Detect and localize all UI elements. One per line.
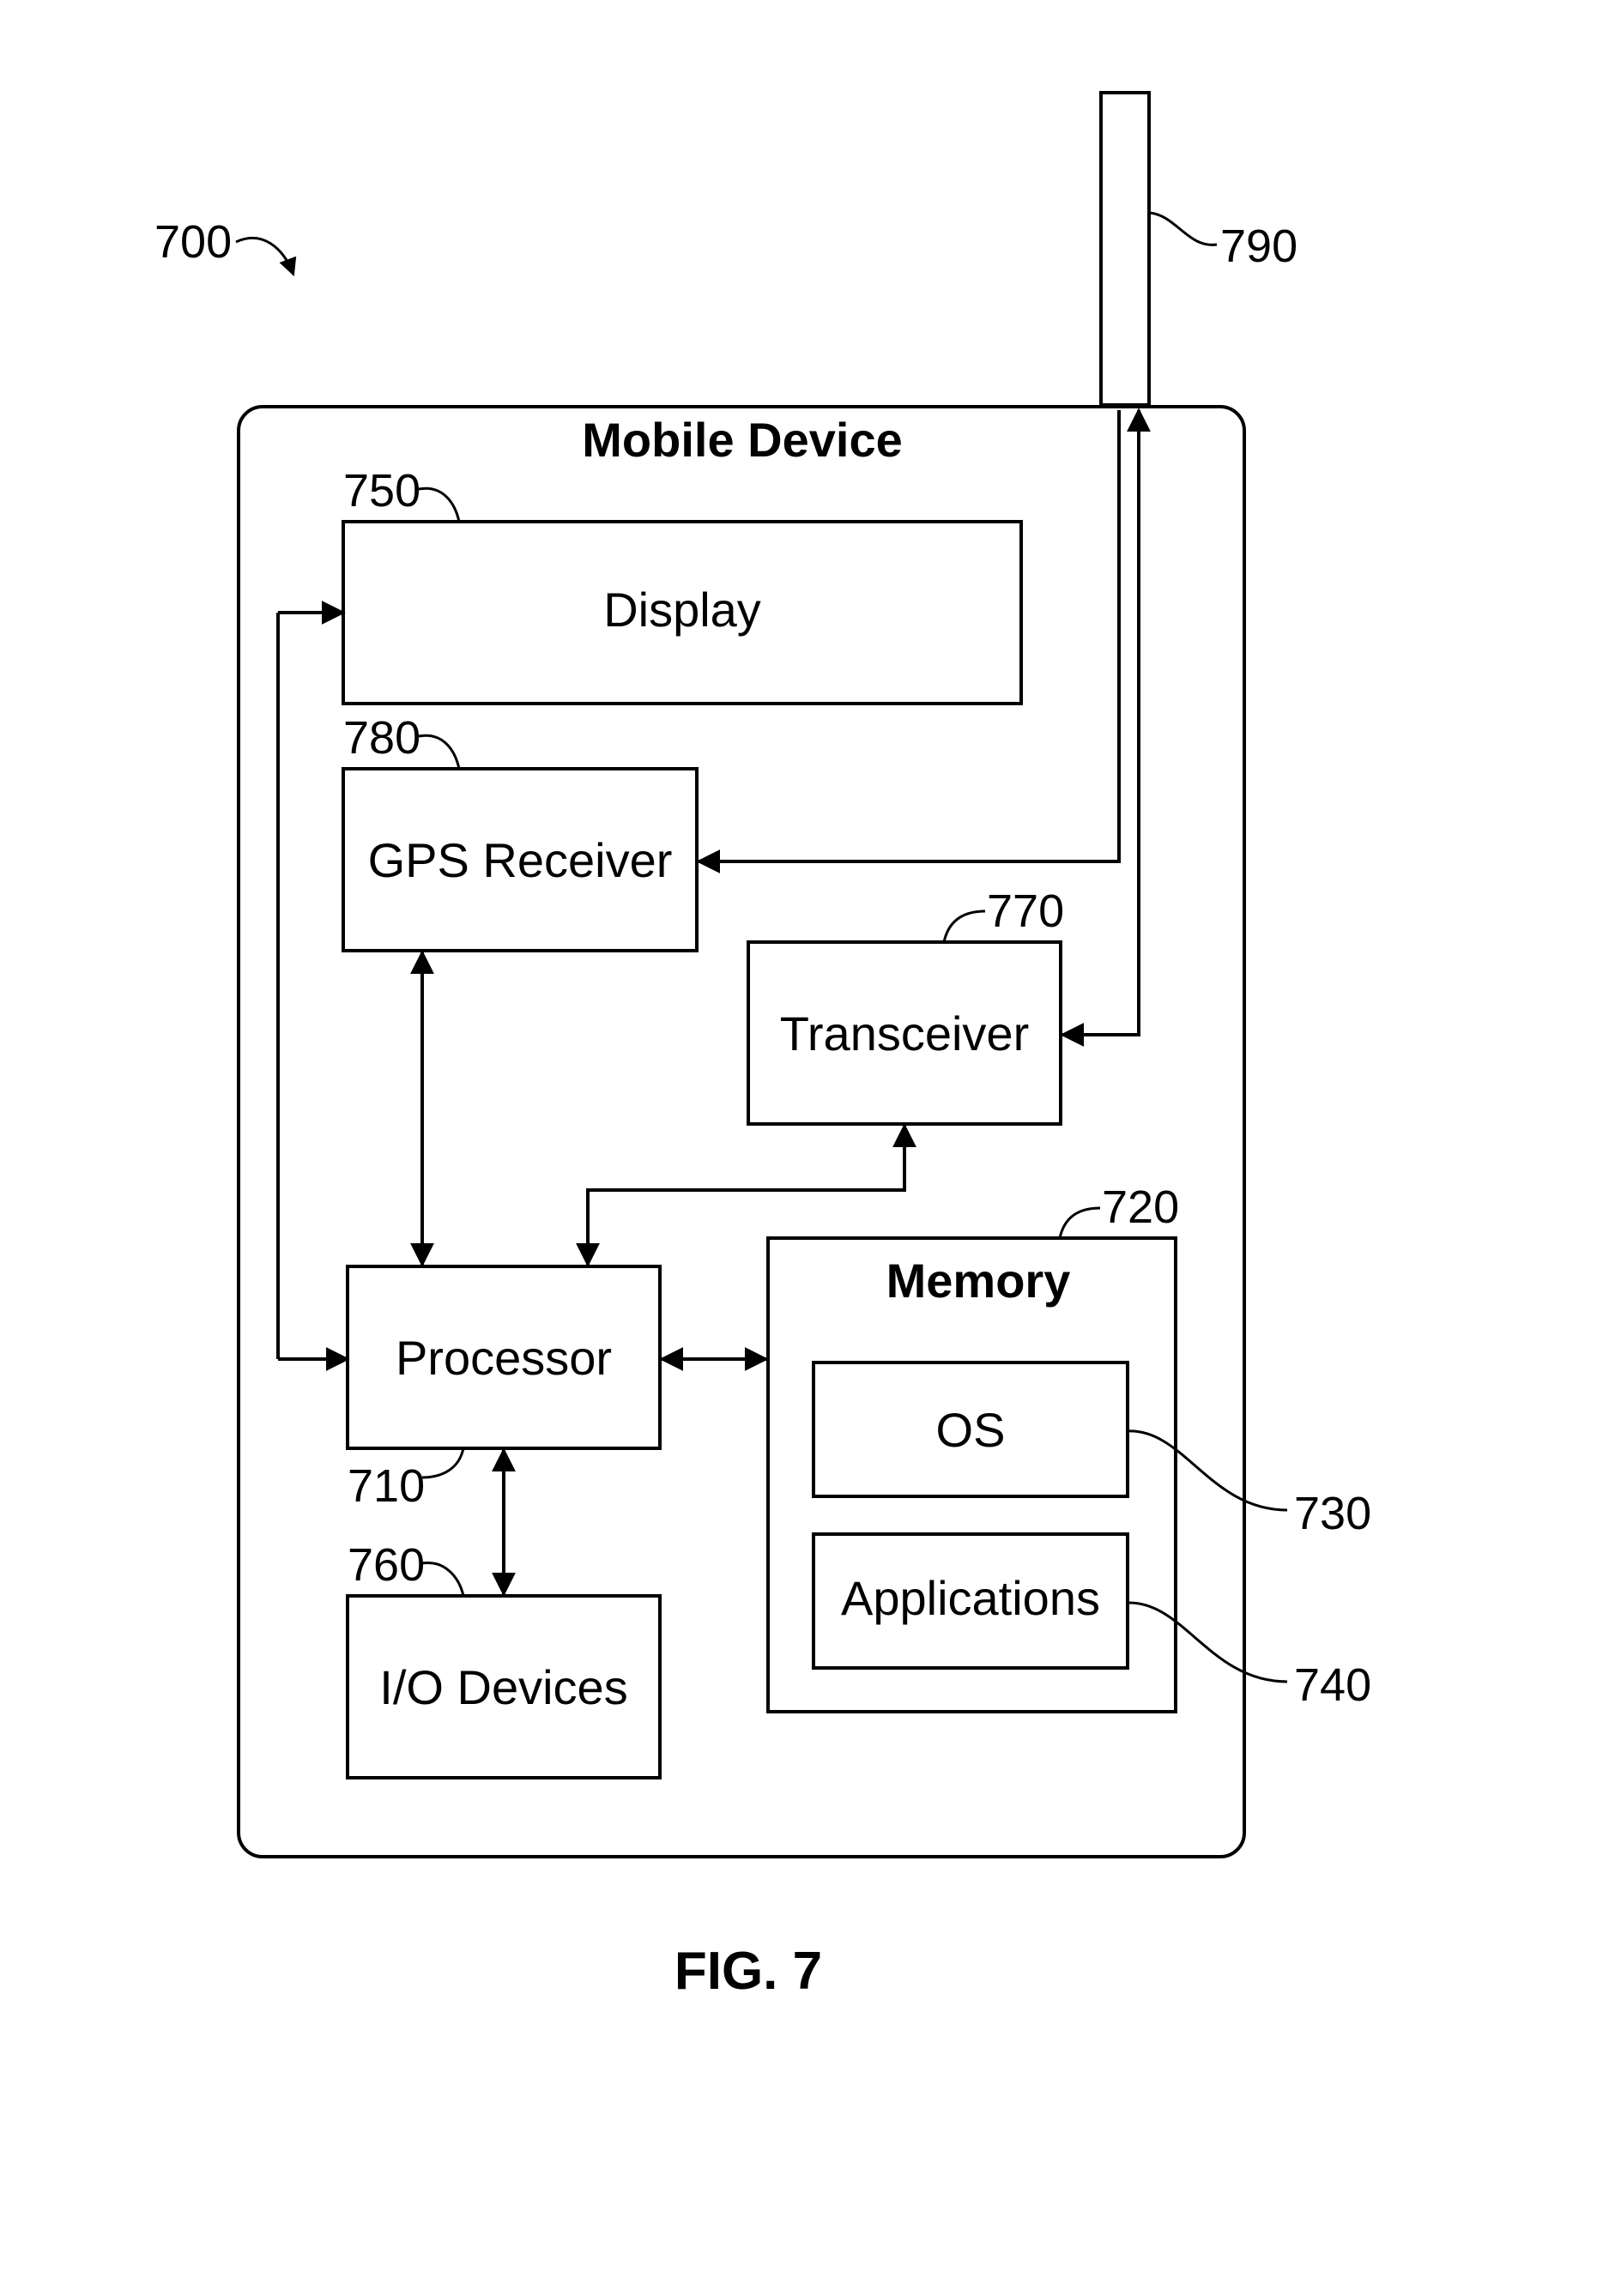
figure-caption: FIG. 7 [674, 1942, 822, 2001]
display-label: Display [603, 583, 761, 637]
transceiver-ref-label: 770 [987, 885, 1064, 937]
processor-ref-label: 710 [348, 1460, 425, 1512]
applications-label: Applications [841, 1571, 1100, 1625]
applications-ref-label: 740 [1294, 1659, 1371, 1711]
os-label: OS [936, 1403, 1006, 1457]
transceiver-label: Transceiver [780, 1006, 1029, 1060]
antenna [1101, 93, 1149, 405]
gps-ref-label: 780 [343, 712, 420, 764]
gps-receiver-label: GPS Receiver [368, 833, 673, 887]
display-ref-label: 750 [343, 465, 420, 517]
figure-ref-arrow [236, 238, 293, 275]
io-ref-label: 760 [348, 1539, 425, 1591]
mobile-device-title: Mobile Device [582, 413, 902, 467]
os-ref-label: 730 [1294, 1488, 1371, 1539]
memory-label: Memory [886, 1254, 1071, 1308]
memory-ref-label: 720 [1102, 1181, 1179, 1233]
antenna-ref-label: 790 [1220, 221, 1297, 272]
processor-label: Processor [396, 1331, 612, 1385]
io-devices-label: I/O Devices [379, 1660, 627, 1714]
figure-ref-label: 700 [154, 216, 232, 268]
antenna-ref-leader [1149, 213, 1217, 245]
